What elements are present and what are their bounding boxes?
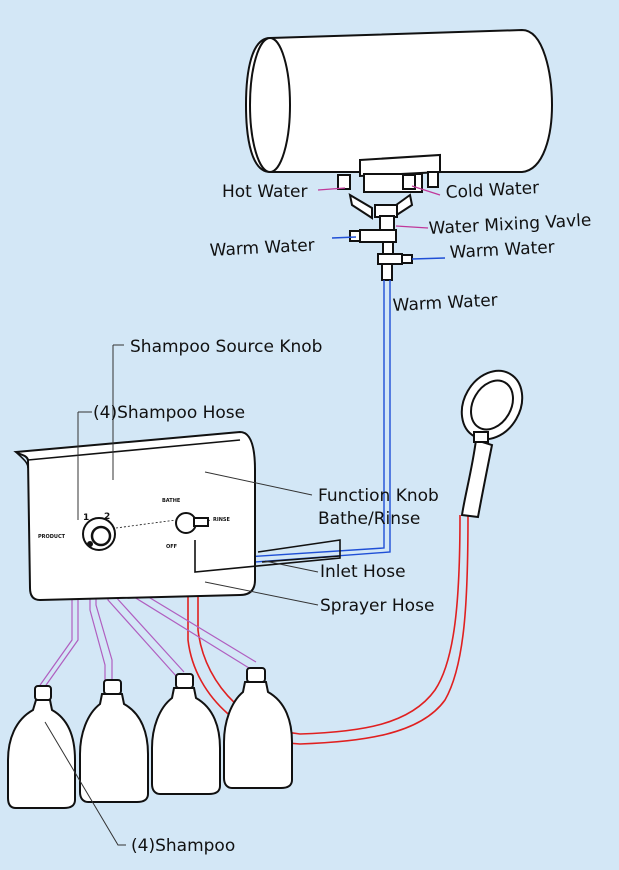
panel-label-1: 1 bbox=[83, 513, 89, 523]
label-shampoo-source-knob: Shampoo Source Knob bbox=[130, 337, 322, 357]
label-bathe-rinse: Bathe/Rinse bbox=[318, 509, 420, 529]
sprayer-hose bbox=[187, 514, 469, 745]
label-water-mixing-valve: Water Mixing Vavle bbox=[428, 211, 592, 239]
mixing-valve bbox=[349, 215, 413, 281]
label-shampoo-hose: (4)Shampoo Hose bbox=[93, 403, 245, 423]
label-hot-water: Hot Water bbox=[222, 182, 308, 202]
label-warm-water-bottom: Warm Water bbox=[392, 291, 498, 316]
label-cold-water: Cold Water bbox=[445, 178, 539, 203]
shower-head bbox=[460, 369, 524, 519]
label-sprayer-hose: Sprayer Hose bbox=[320, 596, 434, 616]
water-heater bbox=[244, 28, 554, 173]
control-panel: PRODUCT 1 2 BATHE RINSE OFF bbox=[13, 430, 341, 602]
shampoo-bottle-4 bbox=[223, 667, 293, 789]
shampoo-bottle-2 bbox=[79, 679, 149, 803]
panel-label-bathe: BATHE bbox=[162, 498, 181, 504]
panel-label-2: 2 bbox=[104, 512, 110, 522]
labels: Hot Water Cold Water Water Mixing Vavle … bbox=[93, 178, 592, 856]
heater-fittings bbox=[337, 153, 441, 220]
label-function-knob: Function Knob bbox=[318, 486, 439, 506]
shampoo-bottle-3 bbox=[151, 673, 221, 795]
label-shampoo: (4)Shampoo bbox=[131, 836, 235, 856]
panel-label-off: OFF bbox=[166, 544, 177, 550]
leader-lines bbox=[44, 185, 441, 846]
panel-label-product: PRODUCT bbox=[38, 534, 66, 540]
label-warm-water-left: Warm Water bbox=[209, 236, 315, 261]
shampoo-bottle-1 bbox=[7, 685, 76, 809]
function-knob[interactable] bbox=[175, 512, 209, 534]
shampoo-source-knob[interactable] bbox=[82, 517, 116, 551]
panel-label-rinse: RINSE bbox=[213, 517, 230, 523]
label-inlet-hose: Inlet Hose bbox=[320, 562, 406, 582]
label-warm-water-right: Warm Water bbox=[449, 238, 555, 263]
